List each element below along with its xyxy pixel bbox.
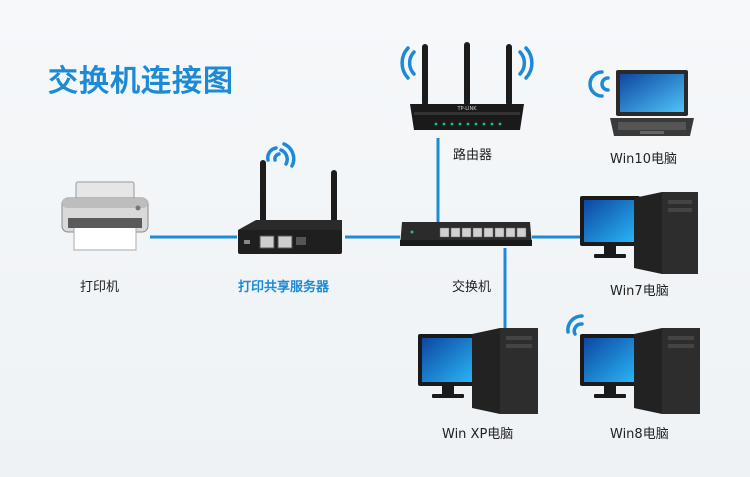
win10-label: Win10电脑 bbox=[610, 152, 677, 167]
win8-wifi-icon bbox=[566, 314, 584, 336]
win8-label: Win8电脑 bbox=[610, 427, 669, 442]
router-brand-text: TP-LINK bbox=[456, 106, 477, 112]
print-server-label: 打印共享服务器 bbox=[238, 280, 330, 295]
printer-label: 打印机 bbox=[80, 280, 120, 295]
win10-wifi-icon bbox=[588, 70, 610, 98]
print-server-icon bbox=[238, 160, 342, 254]
print-server-wifi-icon bbox=[266, 142, 296, 168]
win7-label: Win7电脑 bbox=[610, 284, 669, 299]
switch-label: 交换机 bbox=[452, 280, 492, 295]
laptop-icon bbox=[610, 70, 694, 136]
printer-icon bbox=[61, 181, 149, 251]
router-wifi-icon bbox=[400, 46, 534, 80]
router-label: 路由器 bbox=[453, 148, 493, 163]
winxp-label: Win XP电脑 bbox=[442, 427, 514, 442]
diagram-title: 交换机连接图 bbox=[48, 64, 234, 99]
router-icon: TP-LINK bbox=[410, 42, 524, 130]
win7-desktop-icon bbox=[580, 192, 698, 274]
winxp-desktop-icon bbox=[418, 328, 538, 414]
switch-icon bbox=[400, 222, 532, 246]
win8-desktop-icon bbox=[580, 328, 700, 414]
